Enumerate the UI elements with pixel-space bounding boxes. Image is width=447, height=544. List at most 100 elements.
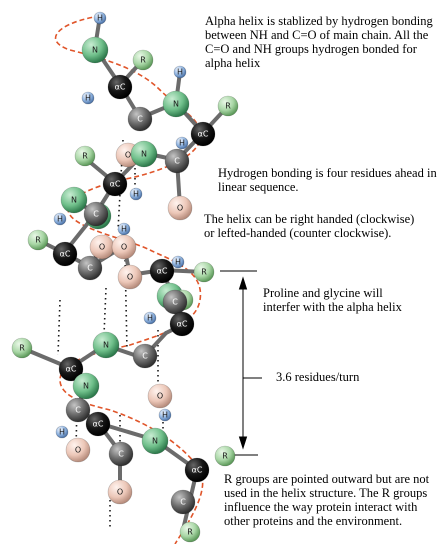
annotation-four-residues: Hydrogen bonding is four residues ahead … — [218, 166, 447, 194]
hydrogen-atom: H — [94, 12, 106, 24]
turn-arrow-down — [240, 437, 247, 448]
nitrogen-atom-label: N — [92, 46, 98, 55]
oxygen-atom-label: O — [75, 446, 81, 455]
alpha-carbon-atom-label: αC — [157, 267, 168, 276]
oxygen-atom-label: O — [157, 392, 163, 401]
oxygen-atom: O — [168, 196, 192, 220]
r-group-atom: R — [180, 522, 200, 542]
hydrogen-atom: H — [82, 92, 94, 104]
nitrogen-atom-label: N — [103, 341, 109, 350]
turn-arrow-up — [240, 278, 247, 289]
carbon-atom: C — [165, 149, 189, 173]
hydrogen-atom: H — [56, 426, 68, 438]
nitrogen-atom-label: N — [83, 382, 89, 391]
nitrogen-atom-label: N — [152, 437, 158, 446]
alpha-carbon-atom-label: αC — [177, 320, 188, 329]
annotation-handedness: The helix can be right handed (clockwise… — [204, 212, 419, 240]
oxygen-atom: O — [108, 480, 132, 504]
carbon-atom: C — [128, 107, 152, 131]
r-group-atom-label: R — [140, 56, 146, 65]
nitrogen-atom-label: N — [141, 150, 147, 159]
r-group-atom: R — [133, 50, 153, 70]
carbon-atom-label: C — [87, 264, 93, 273]
alpha-carbon-atom: αC — [86, 412, 110, 436]
annotation-r-groups: R groups are pointed outward but are not… — [224, 472, 446, 528]
r-group-atom-label: R — [187, 528, 193, 537]
hydrogen-atom-label: H — [57, 215, 63, 224]
r-group-atom: R — [218, 96, 238, 116]
oxygen-atom: O — [148, 384, 172, 408]
alpha-carbon-atom-label: αC — [115, 83, 126, 92]
alpha-carbon-atom: αC — [150, 259, 174, 283]
carbon-atom: C — [171, 490, 195, 514]
annotation-lines — [220, 271, 262, 455]
carbon-atom-label: C — [142, 352, 148, 361]
alpha-carbon-atom: αC — [103, 172, 127, 196]
oxygen-atom-label: O — [99, 243, 105, 252]
hydrogen-atom-label: H — [162, 411, 168, 420]
hydrogen-atom-label: H — [179, 139, 185, 148]
hydrogen-atom-label: H — [177, 68, 183, 77]
annotation-hbond-stabilization: Alpha helix is stablized by hydrogen bon… — [205, 14, 445, 70]
carbon-atom: C — [109, 442, 133, 466]
carbon-atom: C — [66, 398, 90, 422]
r-group-atom-label: R — [35, 236, 41, 245]
hydrogen-atom-label: H — [121, 225, 127, 234]
r-group-atom-label: R — [225, 102, 231, 111]
hydrogen-atom: H — [172, 256, 184, 268]
hydrogen-atom: H — [176, 137, 188, 149]
alpha-carbon-atom: αC — [53, 242, 77, 266]
r-group-atom: R — [28, 230, 48, 250]
r-group-atom: R — [194, 262, 214, 282]
oxygen-atom-label: O — [127, 273, 133, 282]
nitrogen-atom-label: N — [71, 196, 77, 205]
oxygen-atom: O — [66, 438, 90, 462]
hbond-line — [58, 300, 60, 355]
hydrogen-atom-label: H — [97, 14, 103, 23]
annotation-residues-per-turn: 3.6 residues/turn — [276, 370, 406, 384]
hydrogen-atom: H — [159, 409, 171, 421]
r-group-atom: R — [12, 338, 32, 358]
oxygen-atom-label: O — [125, 151, 131, 160]
annotation-proline-glycine: Proline and glycine will interfer with t… — [263, 286, 413, 314]
r-group-atom-label: R — [82, 152, 88, 161]
atoms: HNRHαCHNRCαCONHRCαCHNORNHCαCHOCOαCRHNORC… — [12, 12, 238, 542]
nitrogen-atom: N — [163, 91, 189, 117]
nitrogen-atom: N — [73, 373, 99, 399]
alpha-carbon-atom: αC — [170, 312, 194, 336]
nitrogen-atom: N — [82, 37, 108, 63]
alpha-carbon-atom-label: αC — [60, 250, 71, 259]
alpha-carbon-atom-label: αC — [93, 420, 104, 429]
carbon-atom-label: C — [180, 498, 186, 507]
r-group-atom: R — [215, 446, 235, 466]
nitrogen-atom-label: N — [173, 100, 179, 109]
alpha-carbon-atom-label: αC — [66, 365, 77, 374]
hydrogen-atom: H — [54, 213, 66, 225]
r-group-atom-label: R — [201, 268, 207, 277]
hbond-line — [104, 288, 106, 335]
carbon-atom-label: C — [174, 157, 180, 166]
oxygen-atom: O — [112, 235, 136, 259]
hydrogen-atom-label: H — [175, 258, 181, 267]
oxygen-atom: O — [118, 265, 142, 289]
hydrogen-atom-label: H — [85, 94, 91, 103]
oxygen-atom-label: O — [121, 243, 127, 252]
carbon-atom: C — [133, 344, 157, 368]
hydrogen-atom: H — [174, 66, 186, 78]
alpha-carbon-atom-label: αC — [110, 180, 121, 189]
r-group-atom: R — [75, 146, 95, 166]
hydrogen-atom: H — [130, 188, 142, 200]
nitrogen-atom: N — [142, 428, 168, 454]
oxygen-atom-label: O — [177, 204, 183, 213]
carbon-atom-label: C — [172, 298, 178, 307]
r-group-atom-label: R — [222, 452, 228, 461]
hydrogen-atom-label: H — [59, 428, 65, 437]
nitrogen-atom: N — [131, 141, 157, 167]
nitrogen-atom: N — [93, 332, 119, 358]
carbon-atom-label: C — [118, 450, 124, 459]
carbon-atom-label: C — [137, 115, 143, 124]
hydrogen-atom: H — [144, 312, 156, 324]
alpha-carbon-atom-label: αC — [192, 466, 203, 475]
carbon-atom: C — [78, 256, 102, 280]
